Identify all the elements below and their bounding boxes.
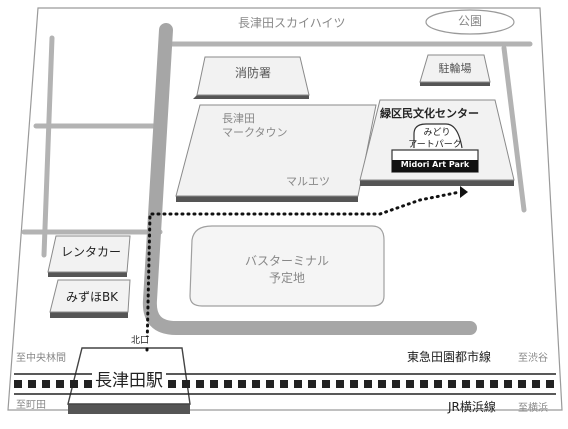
left-road <box>41 35 55 258</box>
label-station: 長津田駅 <box>92 372 166 391</box>
building-fire-station <box>196 56 310 96</box>
label-mizuho-bank: みずほBK <box>65 290 119 304</box>
label-to-shibuya: 至渋谷 <box>518 353 548 364</box>
label-jr-line: JR横浜線 <box>448 400 496 414</box>
park-oval <box>425 9 515 35</box>
road-network <box>21 35 533 258</box>
main-road <box>142 23 477 335</box>
label-bus-terminal-1: バスターミナル <box>244 254 330 268</box>
label-art-park-2: アートパーク <box>408 140 462 150</box>
building-market-town <box>175 104 377 197</box>
label-to-machida: 至町田 <box>16 400 46 411</box>
label-maruetsu: マルエツ <box>286 175 330 188</box>
building-rental-car <box>47 235 131 273</box>
label-apartment: 長津田スカイハイツ <box>238 16 346 30</box>
route-arrow <box>460 186 468 198</box>
label-art-park-1: みどり <box>423 128 451 138</box>
building-mizuho-bank <box>49 279 131 313</box>
bus-terminal-site <box>189 225 385 307</box>
art-park-sign <box>391 123 479 173</box>
label-midori-center: 緑区民文化センター <box>380 107 479 120</box>
label-park: 公園 <box>457 14 483 28</box>
label-bicycle-parking: 駐輪場 <box>438 62 472 75</box>
label-art-park-en: Midori Art Park <box>400 160 470 169</box>
label-fire-station: 消防署 <box>234 66 272 80</box>
right-road <box>501 45 527 213</box>
walking-route <box>145 190 462 352</box>
label-to-yokohama: 至横浜 <box>518 403 548 414</box>
label-north-exit: 北口 <box>128 336 152 346</box>
label-tokyu-line: 東急田園都市線 <box>407 350 492 364</box>
label-to-chuorinkan: 至中央林間 <box>16 353 66 364</box>
label-bus-terminal-2: 予定地 <box>268 271 306 285</box>
label-market-town-2: マークタウン <box>222 126 288 139</box>
label-rental-car: レンタカー <box>60 245 122 259</box>
building-bicycle-parking <box>419 54 491 83</box>
label-market-town-1: 長津田 <box>222 112 255 125</box>
